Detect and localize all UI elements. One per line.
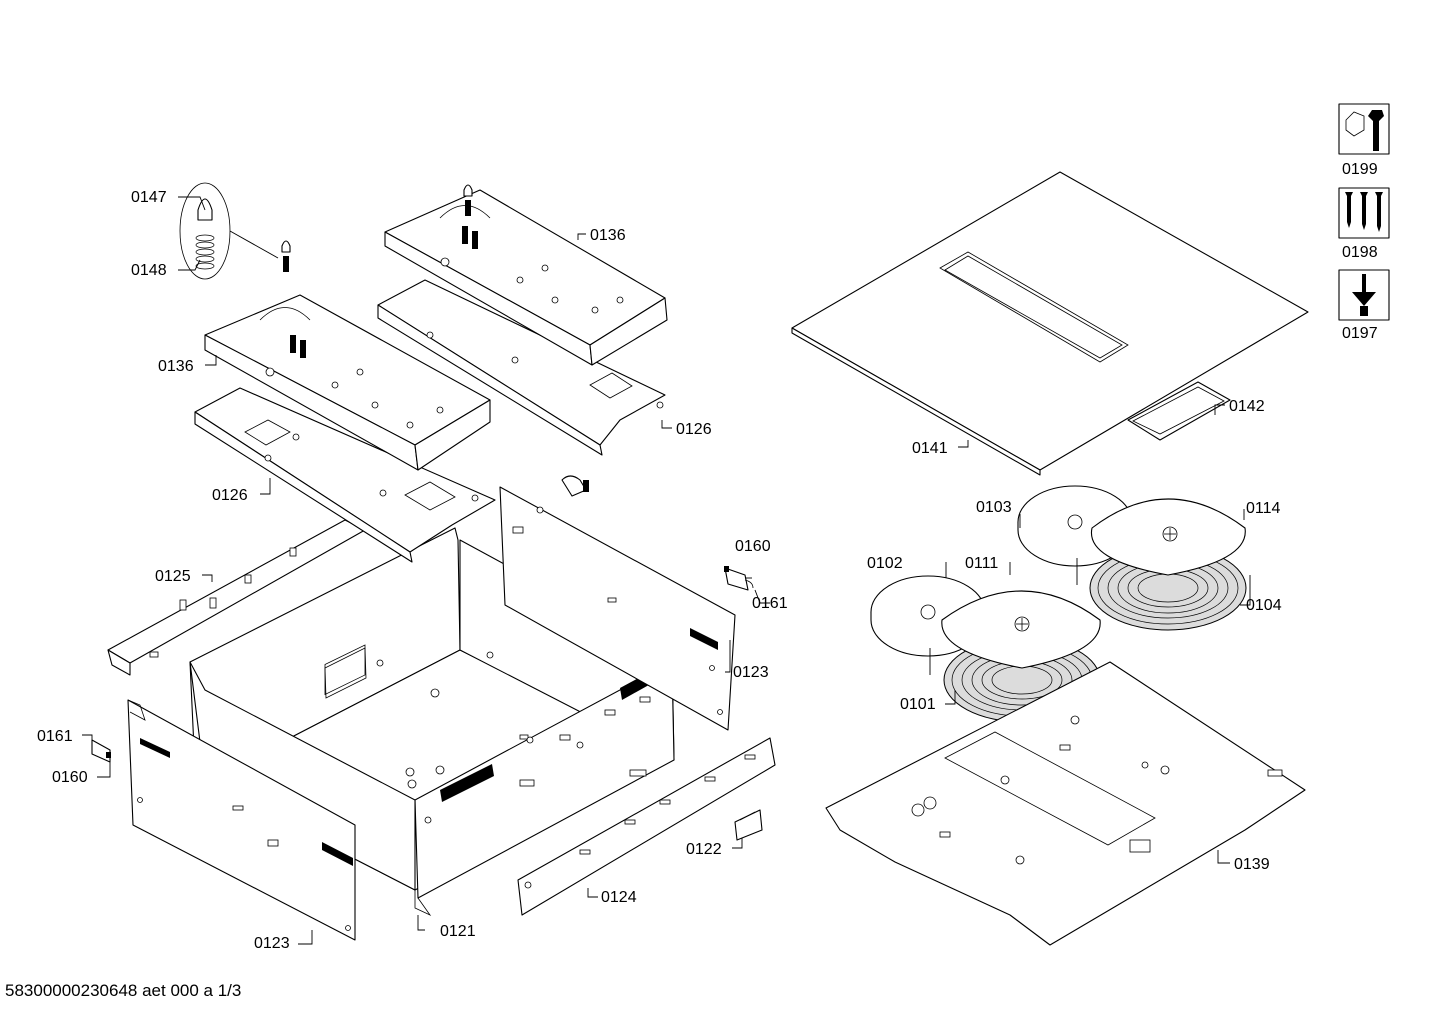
wrench-nut-icon	[1338, 103, 1390, 155]
label-0101: 0101	[900, 696, 936, 713]
label-0103: 0103	[976, 499, 1012, 516]
label-0147: 0147	[131, 189, 167, 206]
label-0142: 0142	[1229, 398, 1265, 415]
label-0123-left: 0123	[254, 935, 290, 952]
label-0199: 0199	[1342, 161, 1378, 178]
drawing-reference-footer: 58300000230648 aet 000 a 1/3	[5, 981, 242, 1000]
tray-0136-left	[204, 294, 491, 471]
label-0198: 0198	[1342, 244, 1378, 261]
label-0123-right: 0123	[733, 664, 769, 681]
clip-0160-0161-right	[724, 566, 754, 591]
screwdriver-icon	[1338, 269, 1390, 321]
label-0102: 0102	[867, 555, 903, 572]
plate-0126-left	[194, 387, 496, 563]
label-0160-right: 0160	[735, 538, 771, 555]
label-0124: 0124	[601, 889, 637, 906]
label-0114: 0114	[1246, 500, 1281, 517]
label-0139: 0139	[1234, 856, 1270, 873]
heater-0114-coil-0104	[1089, 498, 1247, 631]
strip-0124	[517, 737, 776, 916]
side-panel-0123-right	[499, 486, 736, 731]
screws-icon	[1338, 187, 1390, 239]
glass-top-0141	[791, 171, 1309, 476]
label-0122: 0122	[686, 841, 722, 858]
label-0121: 0121	[440, 923, 476, 940]
small-clip-middle	[561, 475, 589, 497]
clip-0160-0161-left	[91, 739, 111, 763]
bracket-0122	[734, 809, 763, 841]
label-0136-left: 0136	[158, 358, 194, 375]
label-0161-left: 0161	[37, 728, 73, 745]
label-0125: 0125	[155, 568, 191, 585]
label-0160-left: 0160	[52, 769, 88, 786]
label-0161-right: 0161	[752, 595, 788, 612]
label-0136-right: 0136	[590, 227, 626, 244]
label-0197: 0197	[1342, 325, 1378, 342]
pin-spring-detail	[179, 182, 473, 280]
callout-labels: 0147 0148 0136 0136 0126 0126 0125 0160 …	[37, 161, 1378, 952]
tray-0136-right	[384, 189, 668, 366]
label-0126-left: 0126	[212, 487, 248, 504]
base-plate-0139	[825, 661, 1306, 946]
label-0126-right: 0126	[676, 421, 712, 438]
side-panel-0123-left	[127, 699, 356, 941]
label-0148: 0148	[131, 262, 167, 279]
leader-lines	[82, 196, 1251, 945]
label-0104: 0104	[1246, 597, 1282, 614]
label-0111: 0111	[965, 555, 998, 572]
plate-0126-right	[377, 279, 666, 456]
label-0141: 0141	[912, 440, 948, 457]
